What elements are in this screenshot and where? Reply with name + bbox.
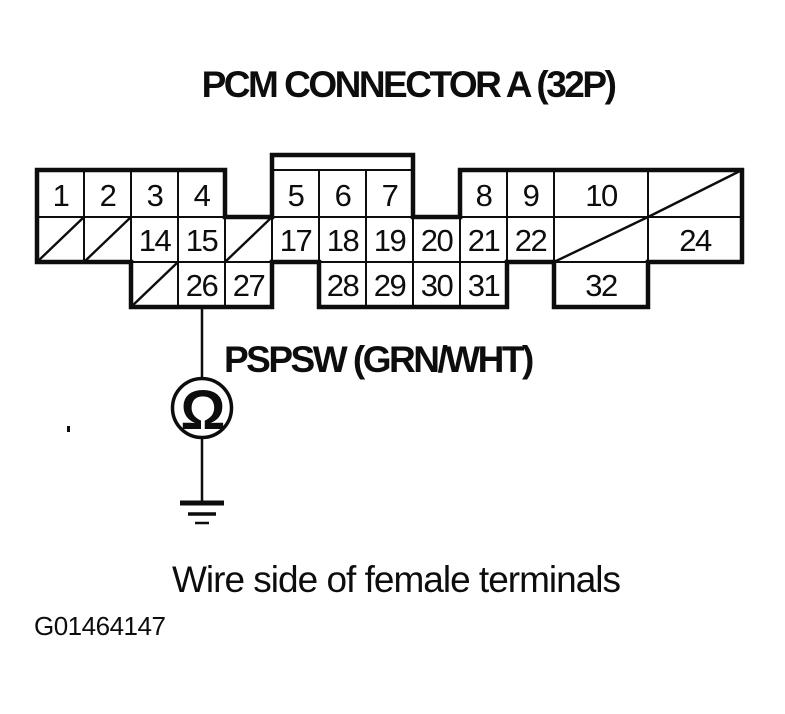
pin-label-32: 32 [585, 268, 617, 303]
pin-label-22: 22 [515, 223, 547, 258]
pin-label-3: 3 [147, 178, 163, 213]
pin-label-19: 19 [374, 223, 406, 258]
test-circuit: Ω [170, 307, 234, 525]
pin-label-8: 8 [476, 178, 492, 213]
diagram-title: PCM CONNECTOR A (32P) [201, 64, 617, 105]
pin-label-2: 2 [100, 178, 116, 213]
pin-label-21: 21 [468, 223, 500, 258]
figure-id: G01464147 [34, 611, 166, 641]
pin-label-30: 30 [421, 268, 454, 303]
pin-label-5: 5 [288, 178, 304, 213]
pin-label-6: 6 [335, 178, 351, 213]
ohm-symbol: Ω [181, 378, 226, 441]
pin-label-14: 14 [139, 223, 172, 258]
pin-label-15: 15 [186, 223, 218, 258]
pin-label-28: 28 [327, 268, 359, 303]
ground-icon [180, 500, 224, 525]
pin-label-17: 17 [280, 223, 312, 258]
pin-label-10: 10 [585, 178, 618, 213]
caption: Wire side of female terminals [171, 559, 621, 600]
pin-label-29: 29 [374, 268, 406, 303]
pin-label-31: 31 [468, 268, 500, 303]
no-pin-diagonals [36, 168, 743, 308]
pin-label-1: 1 [53, 178, 69, 213]
pin-label-7: 7 [382, 178, 398, 213]
pin-label-26: 26 [186, 268, 218, 303]
pin-label-9: 9 [523, 178, 539, 213]
pin-label-27: 27 [233, 268, 265, 303]
pin-label-18: 18 [327, 223, 359, 258]
pin-label-4: 4 [194, 178, 211, 213]
pin-label-20: 20 [421, 223, 454, 258]
connector-diagram: 1 2 3 4 5 6 7 8 9 10 14 15 17 18 19 20 2… [34, 152, 745, 525]
connector-outline [34, 152, 745, 310]
pin-labels: 1 2 3 4 5 6 7 8 9 10 14 15 17 18 19 20 2… [53, 178, 714, 303]
wire-label: PSPSW (GRN/WHT) [224, 339, 534, 380]
scan-artifact-dot [67, 426, 70, 432]
pin-label-24: 24 [679, 223, 712, 258]
